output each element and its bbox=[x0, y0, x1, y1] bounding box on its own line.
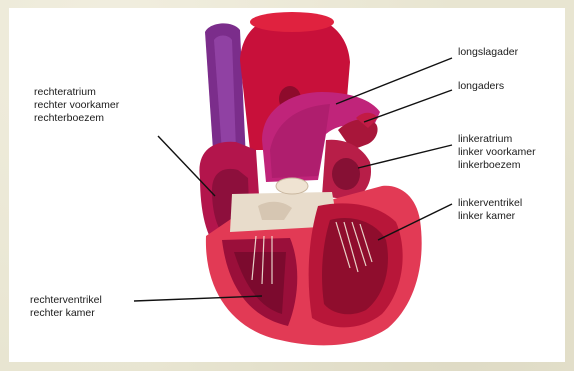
pointer-left-atrium bbox=[358, 145, 452, 168]
label-left-ventricle: linkerventrikel linker kamer bbox=[458, 197, 522, 223]
left-atrium-chamber bbox=[332, 158, 360, 190]
label-pulmonary-artery: longslagader bbox=[458, 46, 518, 59]
label-right-atrium: rechteratrium rechter voorkamer rechterb… bbox=[34, 86, 119, 125]
label-right-ventricle-line1: rechterventrikel bbox=[30, 294, 102, 307]
pointer-pulmonary-veins bbox=[364, 90, 452, 122]
label-right-atrium-line1: rechteratrium bbox=[34, 86, 119, 99]
label-right-atrium-line3: rechterboezem bbox=[34, 112, 119, 125]
label-left-atrium: linkeratrium linker voorkamer linkerboez… bbox=[458, 133, 536, 172]
valve-ring bbox=[276, 178, 308, 194]
pointer-pulmonary-artery bbox=[336, 58, 452, 104]
label-left-atrium-line3: linkerboezem bbox=[458, 159, 536, 172]
aorta-opening bbox=[250, 12, 334, 32]
label-pulmonary-veins: longaders bbox=[458, 80, 504, 93]
label-left-ventricle-line2: linker kamer bbox=[458, 210, 522, 223]
label-right-atrium-line2: rechter voorkamer bbox=[34, 99, 119, 112]
label-right-ventricle-line2: rechter kamer bbox=[30, 307, 102, 320]
label-right-ventricle: rechterventrikel rechter kamer bbox=[30, 294, 102, 320]
label-left-ventricle-line1: linkerventrikel bbox=[458, 197, 522, 210]
label-left-atrium-line2: linker voorkamer bbox=[458, 146, 536, 159]
label-left-atrium-line1: linkeratrium bbox=[458, 133, 536, 146]
